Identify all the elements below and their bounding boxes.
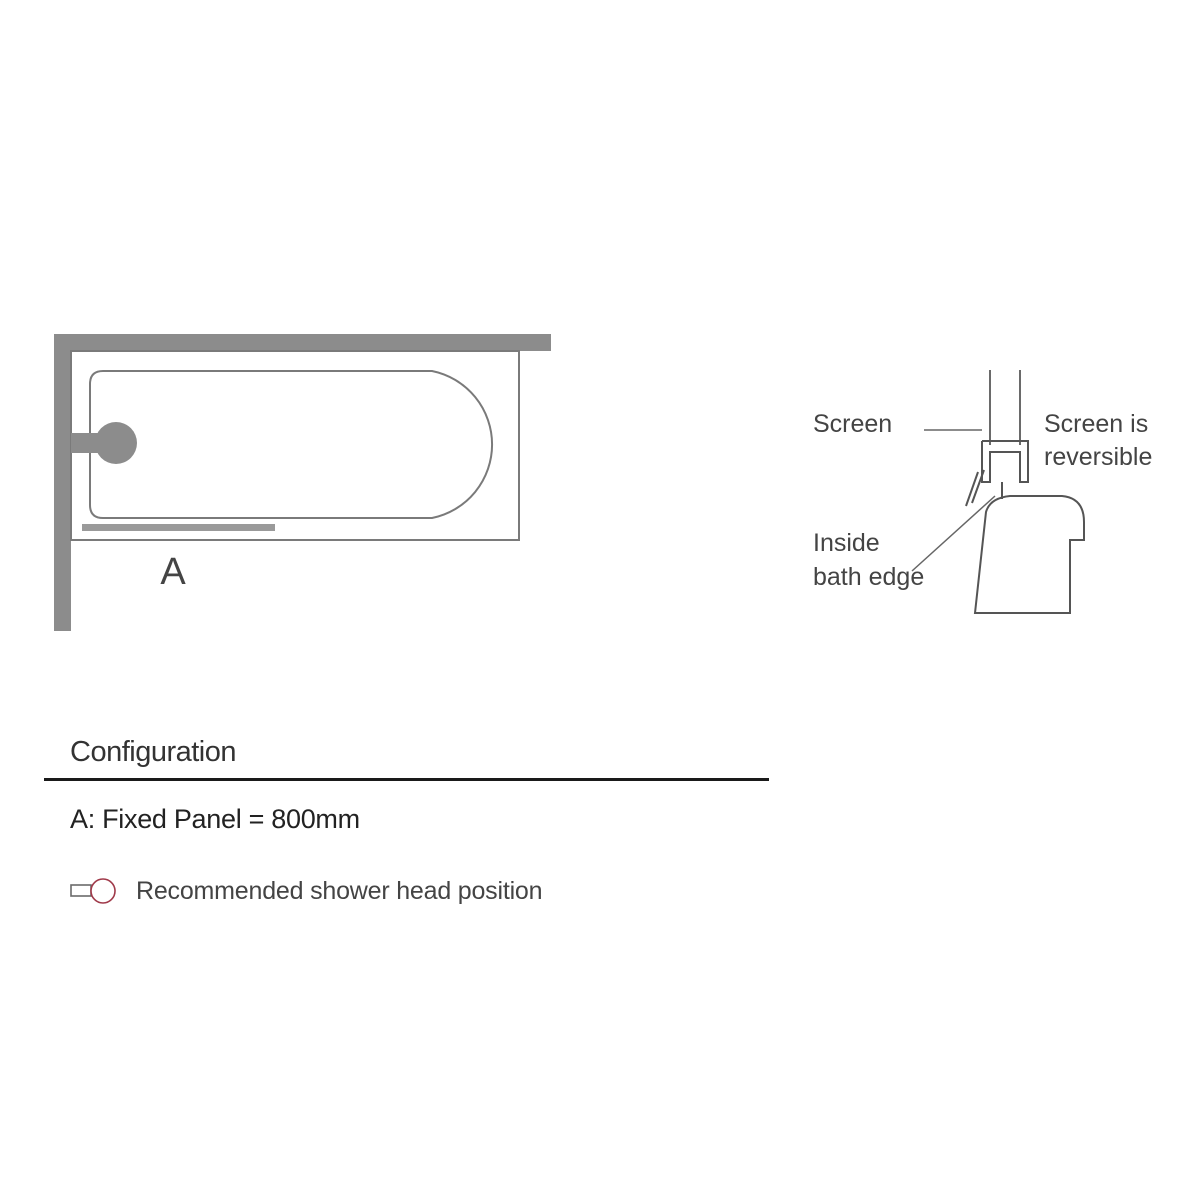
top-wall bbox=[54, 334, 551, 351]
inside-edge-leader bbox=[911, 495, 996, 572]
shower-note-text: Recommended shower head position bbox=[136, 876, 543, 905]
fixed-panel-a bbox=[82, 524, 275, 531]
screen-label: Screen bbox=[813, 410, 892, 438]
inside-label-line1: Inside bbox=[813, 529, 880, 557]
seal-fin-left bbox=[971, 469, 985, 504]
legend-heading: Configuration bbox=[70, 736, 237, 768]
panel-label: A bbox=[160, 551, 186, 593]
reversible-label-line2: reversible bbox=[1044, 443, 1152, 471]
legend-divider bbox=[44, 778, 769, 781]
legend: Configuration A: Fixed Panel = 800mm Rec… bbox=[44, 730, 769, 909]
shower-note-row: Recommended shower head position bbox=[44, 873, 769, 909]
seal-fin-left-2 bbox=[965, 471, 979, 507]
plan-view: A bbox=[54, 334, 551, 631]
bath-edge-profile bbox=[973, 495, 1085, 614]
shower-head-legend-icon bbox=[70, 876, 120, 906]
bath-basin bbox=[89, 370, 493, 519]
left-wall bbox=[54, 334, 71, 631]
section-detail: Screen Screen is reversible Inside bath … bbox=[813, 370, 1152, 614]
inside-label-line2: bath edge bbox=[813, 563, 924, 591]
reversible-label-line1: Screen is bbox=[1044, 410, 1148, 438]
screen-seal bbox=[981, 440, 1029, 483]
config-line: A: Fixed Panel = 800mm bbox=[70, 804, 360, 834]
shower-head-icon bbox=[95, 422, 137, 464]
